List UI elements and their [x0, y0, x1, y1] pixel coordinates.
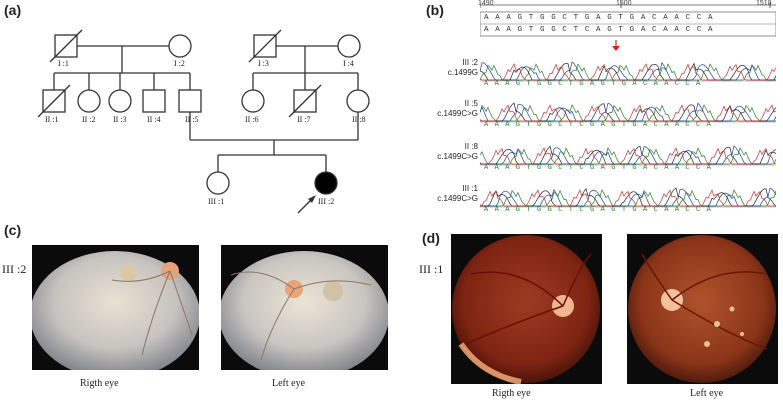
track-variant: c.1499C>G [437, 194, 478, 203]
chromatogram-trace [480, 61, 776, 82]
chromatogram-channel [480, 62, 776, 81]
pedigree-chart [37, 29, 370, 214]
ruler-1510: 1510 [756, 0, 772, 7]
fundus-image-d-left [627, 234, 778, 384]
reference-seq-2: A A A G T G G C T C A G T G A C A A C C … [484, 26, 714, 34]
ped-label-II4: II :4 [147, 115, 161, 124]
ped-label-I2: I :2 [174, 59, 185, 68]
panel-label-a: (a) [4, 2, 22, 18]
panel-label-d: (d) [422, 230, 440, 246]
chromatogram-trace [480, 102, 776, 123]
ped-label-II5: II :5 [185, 115, 199, 124]
ped-label-I3: I :3 [258, 59, 269, 68]
ped-label-II6: II :6 [245, 115, 259, 124]
fundus-c-caption-left: Left eye [272, 378, 306, 389]
track-variant: c.1499C>G [437, 109, 478, 118]
panel-label-b: (b) [426, 2, 444, 18]
ped-label-II8: II :8 [352, 115, 366, 124]
chromatogram-channel [480, 63, 776, 81]
track-subject: II :8 [464, 142, 478, 151]
panel-label-c: (c) [4, 222, 22, 238]
track-sequence: A A A G T G G C T C G A G T G A C A A C … [484, 121, 712, 129]
track-subject: III :2 [462, 58, 478, 67]
pedigree-female [168, 34, 192, 58]
fundus-image-c-right [32, 245, 199, 370]
fundus-d-caption-right: Rigth eye [492, 388, 531, 399]
ped-label-II2: II :2 [82, 115, 96, 124]
track-sequence: A A A G T G G C T C G A G T G A C A A C … [484, 206, 712, 214]
mutation-marker-icon [612, 46, 620, 51]
track-variant: c.1499G [447, 68, 478, 77]
ruler-1500: 1500 [616, 0, 632, 7]
sequencing-chromatograms [480, 2, 776, 51]
ped-label-III1: III :1 [208, 197, 225, 206]
fundus-d-subject: III :1 [419, 262, 444, 276]
pedigree-deceased-slash [49, 29, 83, 63]
track-subject: II :5 [464, 99, 478, 108]
ruler-1490: 1490 [478, 0, 494, 7]
track-sequence: A A A G T G G C T G A G T G A C A A C C … [484, 80, 702, 88]
reference-sequence-box [480, 11, 776, 37]
ped-label-II1: II :1 [45, 115, 59, 124]
chromatogram-channel [480, 104, 776, 122]
chromatogram-trace [480, 187, 776, 208]
fundus-c-subject: III :2 [2, 262, 27, 276]
chromatogram-channel [480, 187, 776, 207]
ped-label-I1: I :1 [58, 59, 69, 68]
chromatogram-channel [480, 189, 776, 207]
fundus-image-c-left [221, 245, 388, 370]
ped-label-II7: II :7 [297, 115, 311, 124]
ped-label-III2: III :2 [318, 197, 335, 206]
proband-arrow-icon [308, 195, 316, 203]
ped-label-I4: I :4 [343, 59, 354, 68]
track-sequence: A A A G T G G C T C G A G T G A C A A C … [484, 164, 712, 172]
chromatogram-channel [480, 147, 776, 165]
track-subject: III :1 [462, 184, 478, 193]
reference-seq-1: A A A G T G G C T G A G T G A C A A C C … [484, 14, 714, 22]
fundus-image-d-right [451, 234, 602, 384]
ped-label-II3: II :3 [113, 115, 127, 124]
fundus-d-caption-left: Left eye [690, 388, 724, 399]
fundus-c-caption-right: Rigth eye [80, 378, 119, 389]
chromatogram-channel [480, 187, 776, 207]
chromatogram-trace [480, 145, 776, 166]
pedigree-affected-proband [314, 171, 338, 195]
track-variant: c.1499C>G [437, 152, 478, 161]
